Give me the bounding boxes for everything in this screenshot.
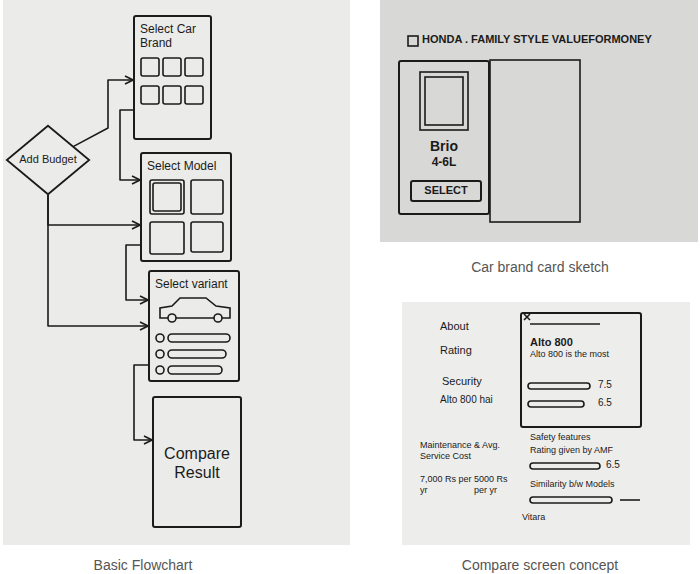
rating-value: 6.5 [606, 459, 620, 471]
screen-box: Select Model [140, 152, 232, 262]
rating-value: 6.5 [598, 397, 612, 409]
model-tile [191, 180, 223, 214]
option-bar [168, 350, 226, 358]
rating-bar [528, 401, 584, 407]
brand-tile [163, 86, 181, 104]
section-label: Rating [440, 344, 472, 357]
note-text: Vitara [522, 512, 545, 523]
figure-caption: Car brand card sketch [430, 259, 650, 276]
model-tile [150, 222, 184, 254]
flow-arrow [126, 245, 148, 300]
decision-diamond: Add Budget [6, 125, 90, 195]
note-text: Maintenance & Avg. Service Cost [420, 440, 515, 462]
cost-value: 5000 Rs per yr [474, 474, 516, 496]
section-label: Security [442, 375, 482, 388]
sketch-photo [380, 0, 698, 242]
screen-box: Select Car Brand [133, 15, 212, 140]
screen-box: Compare Result [152, 396, 242, 528]
select-button: SELECT [410, 180, 482, 202]
brand-card: Brio4-6L SELECT [398, 60, 490, 215]
brand-tile [141, 58, 159, 76]
checkbox [408, 36, 418, 46]
section-label: Similarity b/w Models [530, 479, 615, 490]
card-heading: HONDA . FAMILY STYLE VALUEFORMONEY [422, 33, 652, 46]
image-placeholder [425, 77, 463, 125]
note-text: Rating given by AMF [530, 445, 613, 456]
option-radio [156, 334, 164, 342]
diamond-outline [7, 126, 89, 195]
figure-caption: Compare screen concept [430, 557, 650, 574]
brand-tile [163, 58, 181, 76]
car-wheel [214, 314, 222, 322]
rating-value: 7.5 [598, 379, 612, 391]
flow-arrow [48, 195, 140, 225]
similarity-bar [620, 499, 640, 501]
node-text: Brio [405, 138, 483, 155]
close-mark [524, 314, 530, 320]
section-label: Safety features [530, 432, 591, 443]
option-radio [156, 366, 164, 374]
option-bar [168, 334, 230, 342]
node-text: Add Budget [19, 153, 77, 166]
node-text: Select variant [155, 277, 233, 291]
rating-bar [530, 463, 600, 469]
header-bar [530, 323, 600, 325]
brand-tile [185, 86, 203, 104]
empty-card [490, 60, 580, 222]
brand-tile [141, 86, 159, 104]
section-label: About [440, 320, 469, 333]
similarity-bar [530, 497, 612, 503]
node-text: Alto 800 [530, 336, 634, 349]
option-bar [168, 366, 222, 374]
node-text: Select Car Brand [140, 22, 205, 51]
flow-arrow [48, 195, 148, 326]
node-text: SELECT [415, 184, 477, 197]
phone-screen: Alto 800Alto 800 is the most [520, 312, 642, 428]
node-text: Select Model [147, 159, 225, 173]
model-tile [150, 180, 184, 214]
brand-tile [185, 58, 203, 76]
flow-arrow [74, 80, 133, 146]
node-text: Compare Result [159, 444, 235, 482]
node-text: 4-6L [405, 155, 483, 169]
car-wheel [168, 314, 176, 322]
flow-arrow [120, 110, 140, 180]
sketch-photo [3, 0, 350, 545]
node-text: Alto 800 is the most [530, 349, 634, 360]
option-radio [156, 350, 164, 358]
note-text: Alto 800 hai [440, 394, 493, 406]
screen-box: Select variant [148, 270, 240, 382]
sketch-photo [402, 302, 690, 545]
figure-caption: Basic Flowchart [33, 557, 253, 574]
image-placeholder [420, 72, 468, 130]
cost-value: 7,000 Rs per yr [420, 474, 472, 496]
model-tile [191, 222, 223, 252]
model-tile-highlight [153, 183, 181, 211]
rating-bar [528, 383, 590, 389]
